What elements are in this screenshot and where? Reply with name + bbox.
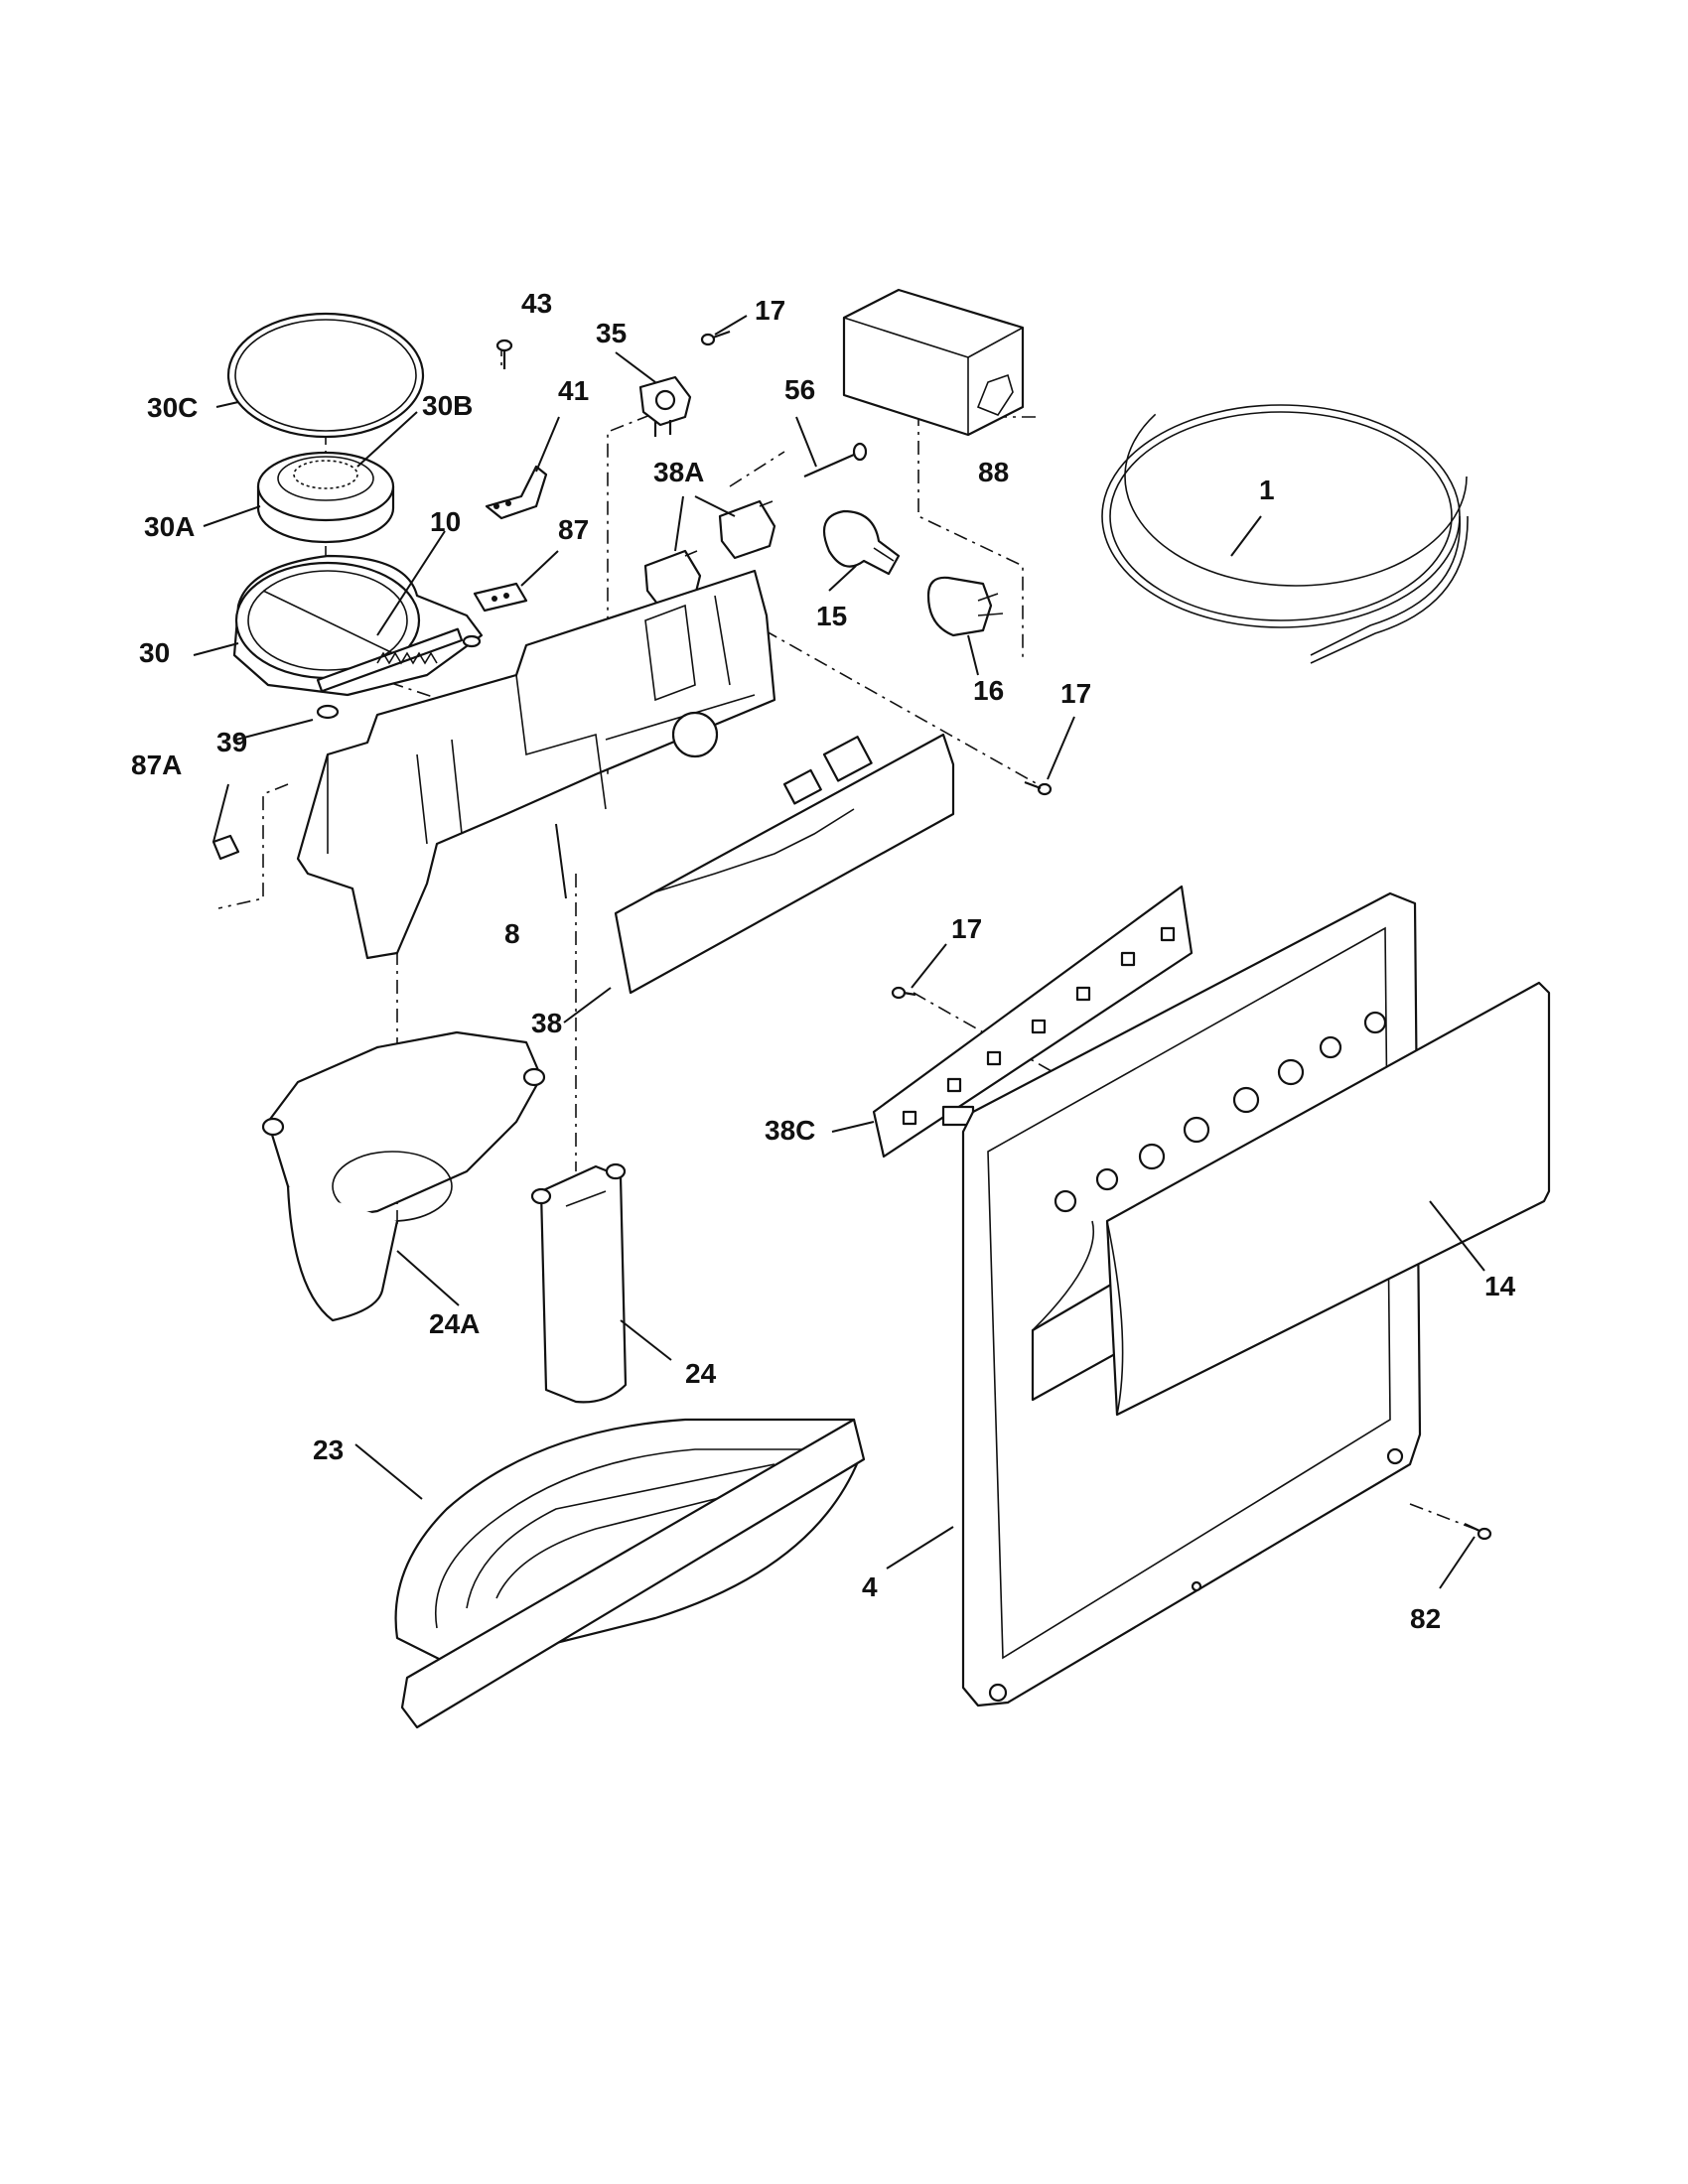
screw-43 <box>495 339 513 369</box>
switch-35 <box>638 375 692 437</box>
coiled-tube-1 <box>1101 366 1469 664</box>
callout-17-top: 17 <box>755 295 785 326</box>
callout-88: 88 <box>978 457 1009 487</box>
socket-16 <box>926 576 1004 637</box>
screw-17-right <box>1024 780 1053 796</box>
screw-17-top <box>700 330 731 346</box>
callout-10: 10 <box>430 506 461 537</box>
bulb-15 <box>822 509 901 576</box>
overlay-panel-14 <box>1105 981 1551 1417</box>
clip-87 <box>473 582 528 613</box>
callout-38: 38 <box>531 1008 562 1038</box>
callout-8: 8 <box>504 918 520 949</box>
callout-16: 16 <box>973 675 1004 706</box>
callout-24: 24 <box>685 1358 717 1389</box>
callout-23: 23 <box>313 1434 344 1465</box>
callout-87: 87 <box>558 514 589 545</box>
callout-56: 56 <box>784 374 815 405</box>
bracket-41 <box>485 465 548 520</box>
callout-14: 14 <box>1484 1271 1516 1301</box>
callout-15: 15 <box>816 601 847 631</box>
dispenser-housing-8 <box>296 569 776 960</box>
callout-39: 39 <box>216 727 247 757</box>
callout-43: 43 <box>521 288 552 319</box>
callout-30a: 30A <box>144 511 195 542</box>
paddle-24 <box>530 1162 628 1404</box>
gasket-ring-30c <box>226 312 425 439</box>
callout-38c: 38C <box>765 1115 815 1146</box>
screw-17-board <box>891 986 916 1000</box>
callout-41: 41 <box>558 375 589 406</box>
callout-30: 30 <box>139 637 170 668</box>
callout-30c: 30C <box>147 392 198 423</box>
callout-17-right: 17 <box>1060 678 1091 709</box>
drip-tray-23 <box>394 1418 866 1729</box>
callout-30b: 30B <box>422 390 473 421</box>
control-board-38 <box>614 733 955 995</box>
door-ring-30 <box>232 554 484 720</box>
cap-disc-30a <box>256 451 395 544</box>
screw-82 <box>1464 1523 1492 1541</box>
callout-35: 35 <box>596 318 627 348</box>
callout-82: 82 <box>1410 1603 1441 1634</box>
ice-chute-24a <box>261 1030 546 1322</box>
leader-lines <box>193 315 1485 1589</box>
callout-labels: 43 35 17 30C 30B 41 56 88 38A 1 30A 10 8… <box>131 288 1516 1634</box>
callout-17-board: 17 <box>951 913 982 944</box>
long-screw-56 <box>803 442 868 478</box>
callout-24a: 24A <box>429 1308 480 1339</box>
callout-1: 1 <box>1259 475 1275 505</box>
box-88 <box>842 288 1025 437</box>
control-board-38c <box>872 885 1194 1159</box>
callout-87a: 87A <box>131 750 182 780</box>
clip-87a <box>211 834 240 861</box>
callout-38a: 38A <box>653 457 704 487</box>
callout-4: 4 <box>862 1571 878 1602</box>
